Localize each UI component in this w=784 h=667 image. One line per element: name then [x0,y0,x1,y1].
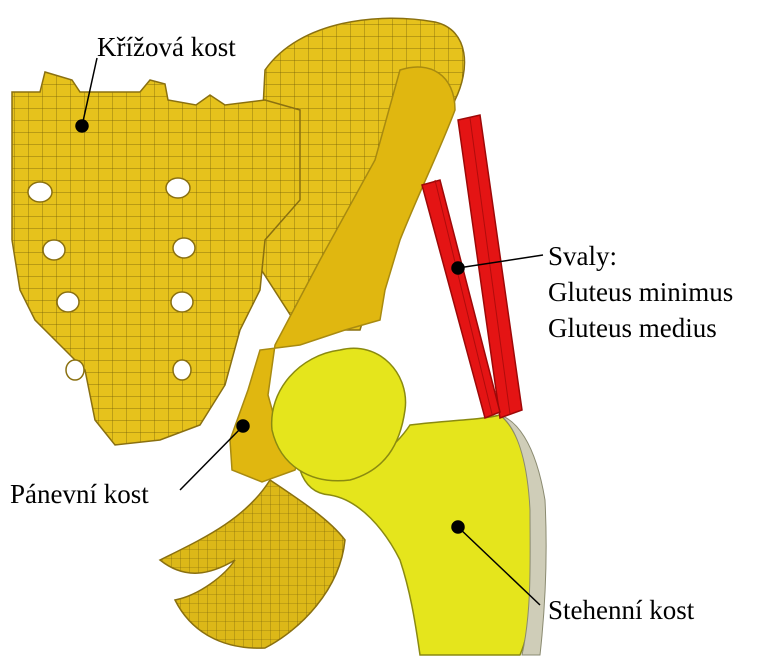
label-gluteus-medius: Gluteus medius [548,315,717,342]
label-gluteus-minimus: Gluteus minimus [548,279,733,306]
label-pelvis: Pánevní kost [10,481,149,508]
label-femur: Stehenní kost [548,597,694,624]
label-muscles-title: Svaly: [548,243,617,270]
label-sacrum: Křížová kost [97,34,236,61]
pubic-ramus [160,480,345,648]
